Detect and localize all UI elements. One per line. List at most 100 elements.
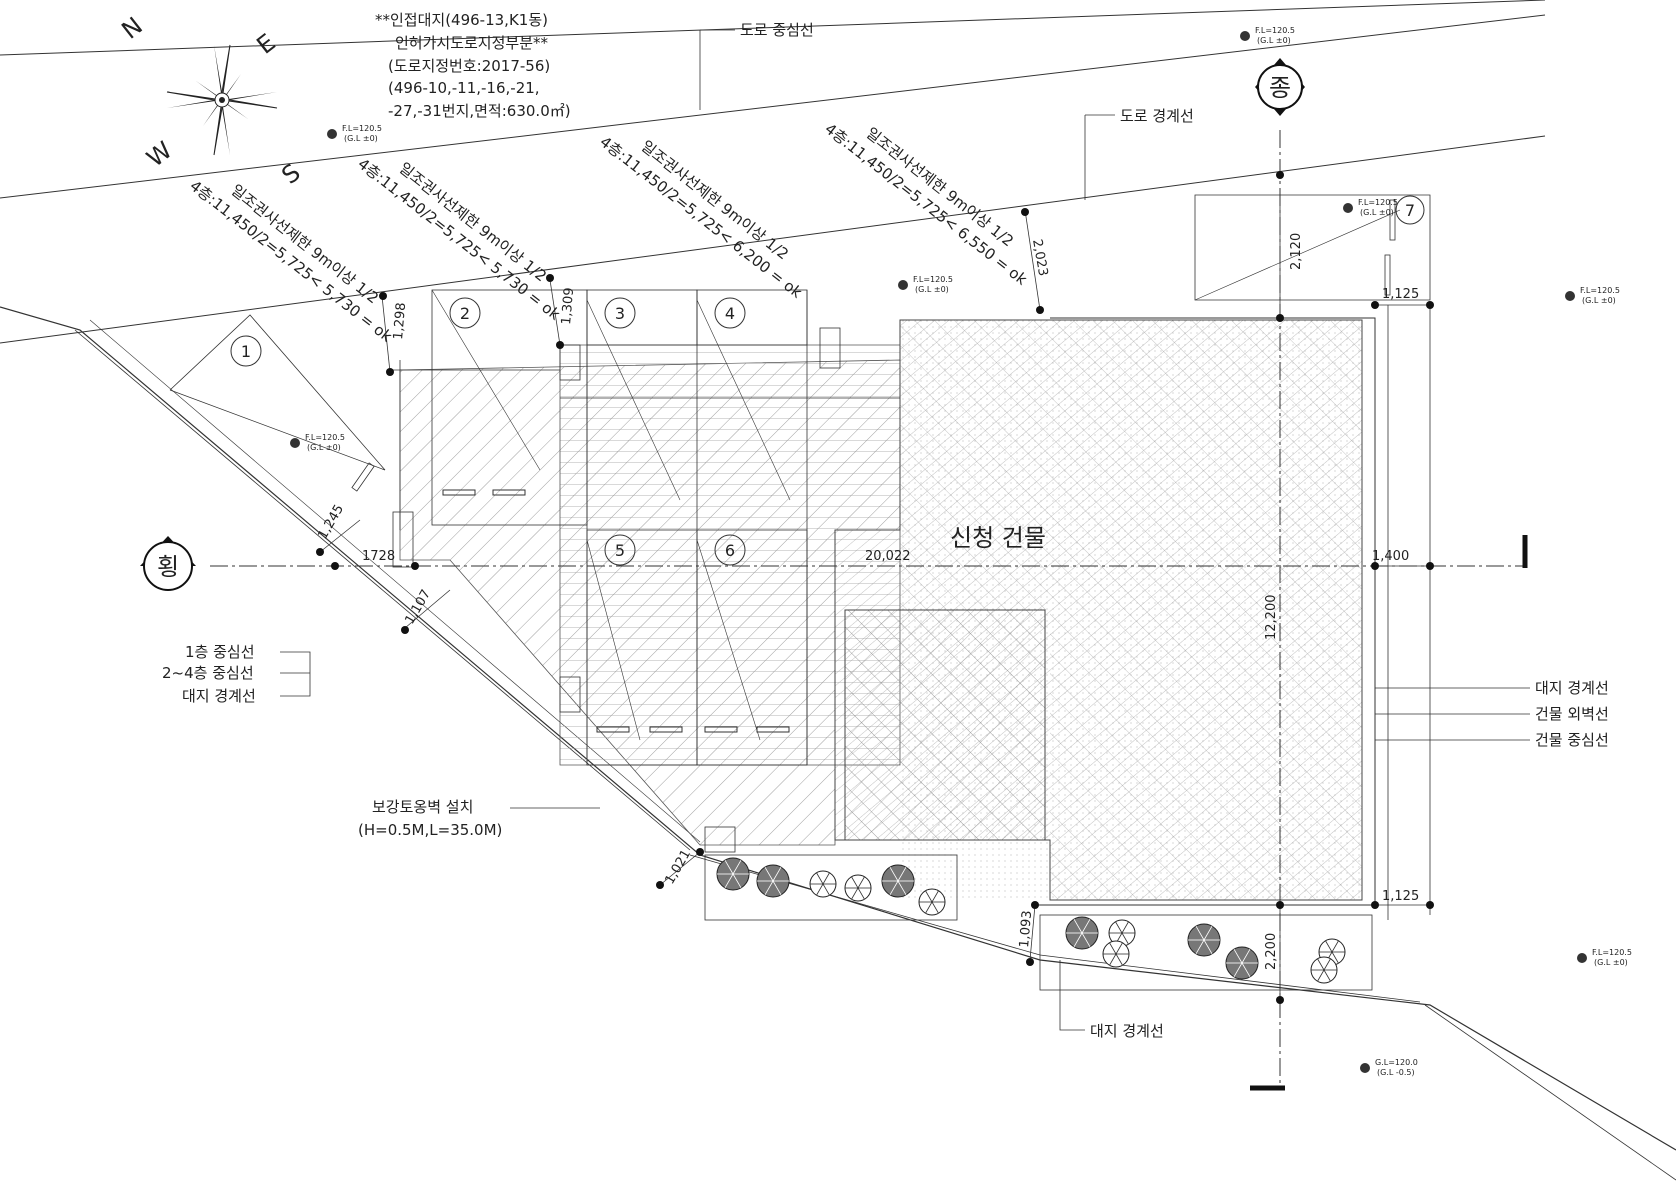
dimension-dot xyxy=(401,626,409,634)
level-fl: F.L=120.5 xyxy=(913,275,953,284)
tree-branch xyxy=(816,883,824,896)
label-building-exterior-wall: 건물 외벽선 xyxy=(1535,705,1609,723)
level-gl: (G.L -0.5) xyxy=(1377,1068,1415,1077)
tree-branch xyxy=(1241,948,1251,964)
level-marker: F.L=120.5(G.L ±0) xyxy=(290,433,345,452)
leader-lines xyxy=(280,29,1530,1031)
dimension-dot xyxy=(656,881,664,889)
level-marker: G.L=120.0(G.L -0.5) xyxy=(1360,1058,1418,1077)
level-gl: (G.L ±0) xyxy=(1594,958,1628,967)
label-floor2-4-centerline: 2~4층 중심선 xyxy=(162,664,254,682)
label-building-centerline: 건물 중심선 xyxy=(1535,731,1609,749)
dimension-dot xyxy=(1021,208,1029,216)
tree-branch xyxy=(1323,958,1331,971)
tree-branch xyxy=(851,876,859,889)
section-marker-cross: 횡 xyxy=(140,536,196,591)
sunlight-2-line1: 일조권사선제한 9m이상 1/2 xyxy=(396,159,551,285)
dim-1125-top: 1,125 xyxy=(1382,287,1419,302)
building-footprint xyxy=(399,319,1363,901)
dimension-dot xyxy=(1276,171,1284,179)
tree-branch xyxy=(1241,962,1251,978)
tree-branch xyxy=(822,883,830,896)
tree-branch xyxy=(1115,921,1123,934)
level-gl: (G.L ±0) xyxy=(344,134,378,143)
tree-branch xyxy=(897,866,907,882)
tree-branch xyxy=(1195,925,1205,941)
level-fl: F.L=120.5 xyxy=(1358,198,1398,207)
dim-1093: 1,093 xyxy=(1017,910,1035,948)
dimension-dot xyxy=(556,341,564,349)
room-outlines xyxy=(169,194,1431,920)
tree-branch xyxy=(851,887,859,900)
dimension-dot xyxy=(1371,901,1379,909)
level-fl: F.L=120.5 xyxy=(1255,26,1295,35)
compass-n: N xyxy=(116,12,147,45)
label-building: 신청 건물 xyxy=(950,524,1046,552)
dimension-dot xyxy=(1026,958,1034,966)
tree-branch xyxy=(1115,942,1123,955)
label-road-centerline: 도로 중심선 xyxy=(740,21,814,39)
tree-branch xyxy=(897,880,907,896)
level-gl: (G.L ±0) xyxy=(307,443,341,452)
level-marker: F.L=120.5(G.L ±0) xyxy=(1565,286,1620,305)
level-fl: F.L=120.5 xyxy=(305,433,345,442)
tree-branch xyxy=(1203,939,1213,955)
marker-1: 1 xyxy=(241,342,251,361)
marker-7: 7 xyxy=(1405,201,1415,220)
sunlight-note-4: 일조권사선제한 9m이상 1/2 4층:11,450/2=5,725< 6,55… xyxy=(821,120,1030,289)
level-marker: F.L=120.5(G.L ±0) xyxy=(1240,26,1295,45)
dim-2200: 2,200 xyxy=(1264,933,1279,970)
compass-w: W xyxy=(141,136,177,173)
tree-branch xyxy=(1325,940,1333,953)
tree-branch xyxy=(724,873,734,889)
tree-branch xyxy=(1317,969,1325,982)
label-site-boundary-bottom: 대지 경계선 xyxy=(1090,1022,1164,1040)
tree-branch xyxy=(925,890,933,903)
dimension-dot xyxy=(331,562,339,570)
tree-branch xyxy=(889,866,899,882)
tree-branch xyxy=(1115,953,1123,966)
tree-branch xyxy=(1121,921,1129,934)
tree-branch xyxy=(732,859,742,875)
sunlight-note-3: 일조권사선제한 9m이상 1/2 4층:11,450/2=5,725< 6,20… xyxy=(596,133,805,302)
dimension-dot xyxy=(1426,562,1434,570)
dimension-dot xyxy=(411,562,419,570)
dimension-lines xyxy=(319,195,1431,1000)
landscape-strips xyxy=(704,854,1373,991)
dim-1400: 1,400 xyxy=(1372,549,1409,564)
marker-4: 4 xyxy=(725,304,735,323)
dimension-dots xyxy=(316,171,1434,1004)
label-site-boundary-left: 대지 경계선 xyxy=(182,687,256,705)
tree-branch xyxy=(931,901,939,914)
level-fl: F.L=120.5 xyxy=(342,124,382,133)
tree-branch xyxy=(1073,932,1083,948)
tree-branch xyxy=(1121,932,1129,945)
note-retaining-wall-line2: (H=0.5M,L=35.0M) xyxy=(358,821,502,839)
tree-branch xyxy=(1081,918,1091,934)
level-marker: F.L=120.5(G.L ±0) xyxy=(1343,198,1398,217)
tree-branch xyxy=(1203,925,1213,941)
note-adjacent-line5: -27,-31번지,면적:630.0㎡) xyxy=(388,102,571,120)
tree-branch xyxy=(889,880,899,896)
sunlight-1-line1: 일조권사선제한 9m이상 1/2 xyxy=(228,181,383,307)
north-compass xyxy=(166,44,278,156)
dimension-dot xyxy=(379,292,387,300)
level-marker: F.L=120.5(G.L ±0) xyxy=(1577,948,1632,967)
road-lines xyxy=(0,0,1546,344)
tree-branch xyxy=(1331,940,1339,953)
tree-branch xyxy=(1109,953,1117,966)
sunlight-4-line2: 4층:11,450/2=5,725< 6,550 = ok xyxy=(821,120,1030,289)
dimension-dot xyxy=(386,368,394,376)
tree-branch xyxy=(1081,932,1091,948)
dim-1021: 1,021 xyxy=(662,847,694,887)
tree-branch xyxy=(857,876,865,889)
dimension-dot xyxy=(1371,562,1379,570)
dim-2120: 2,120 xyxy=(1289,233,1304,270)
dimension-dot xyxy=(1426,301,1434,309)
dimension-dot xyxy=(1276,314,1284,322)
note-adjacent-line2: 인허가시도로지정부분** xyxy=(395,34,549,52)
label-floor1-centerline: 1층 중심선 xyxy=(185,643,255,661)
sunlight-1-line2: 4층:11,450/2=5,725< 5,730 = ok xyxy=(186,177,395,346)
marker-5: 5 xyxy=(615,541,625,560)
